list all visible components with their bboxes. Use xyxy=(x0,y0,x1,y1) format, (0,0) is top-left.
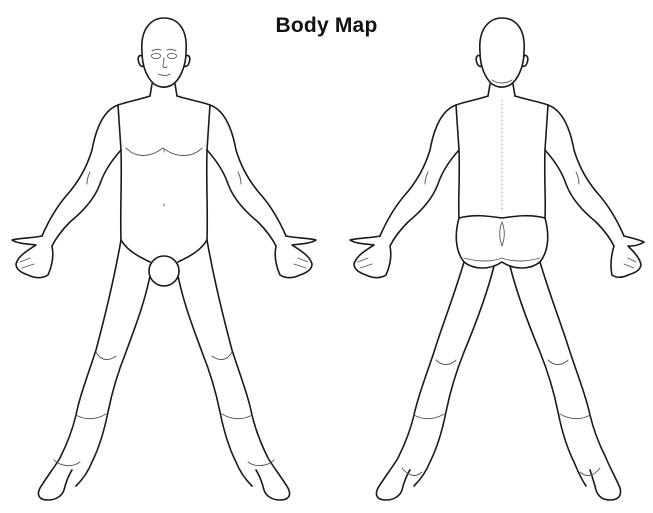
back-torso[interactable] xyxy=(456,84,548,268)
front-torso[interactable] xyxy=(118,84,210,286)
back-right-arm[interactable] xyxy=(545,105,644,277)
front-right-arm[interactable] xyxy=(207,105,316,278)
back-right-leg[interactable] xyxy=(510,262,621,500)
back-left-arm[interactable] xyxy=(350,105,459,278)
front-body-figure[interactable] xyxy=(0,0,330,513)
front-right-leg[interactable] xyxy=(178,240,290,500)
back-left-leg[interactable] xyxy=(376,262,494,500)
front-left-arm[interactable] xyxy=(12,105,121,278)
front-head[interactable] xyxy=(138,18,190,87)
back-body-figure[interactable] xyxy=(338,0,653,513)
front-left-leg[interactable] xyxy=(38,240,150,500)
back-head[interactable] xyxy=(476,18,528,87)
